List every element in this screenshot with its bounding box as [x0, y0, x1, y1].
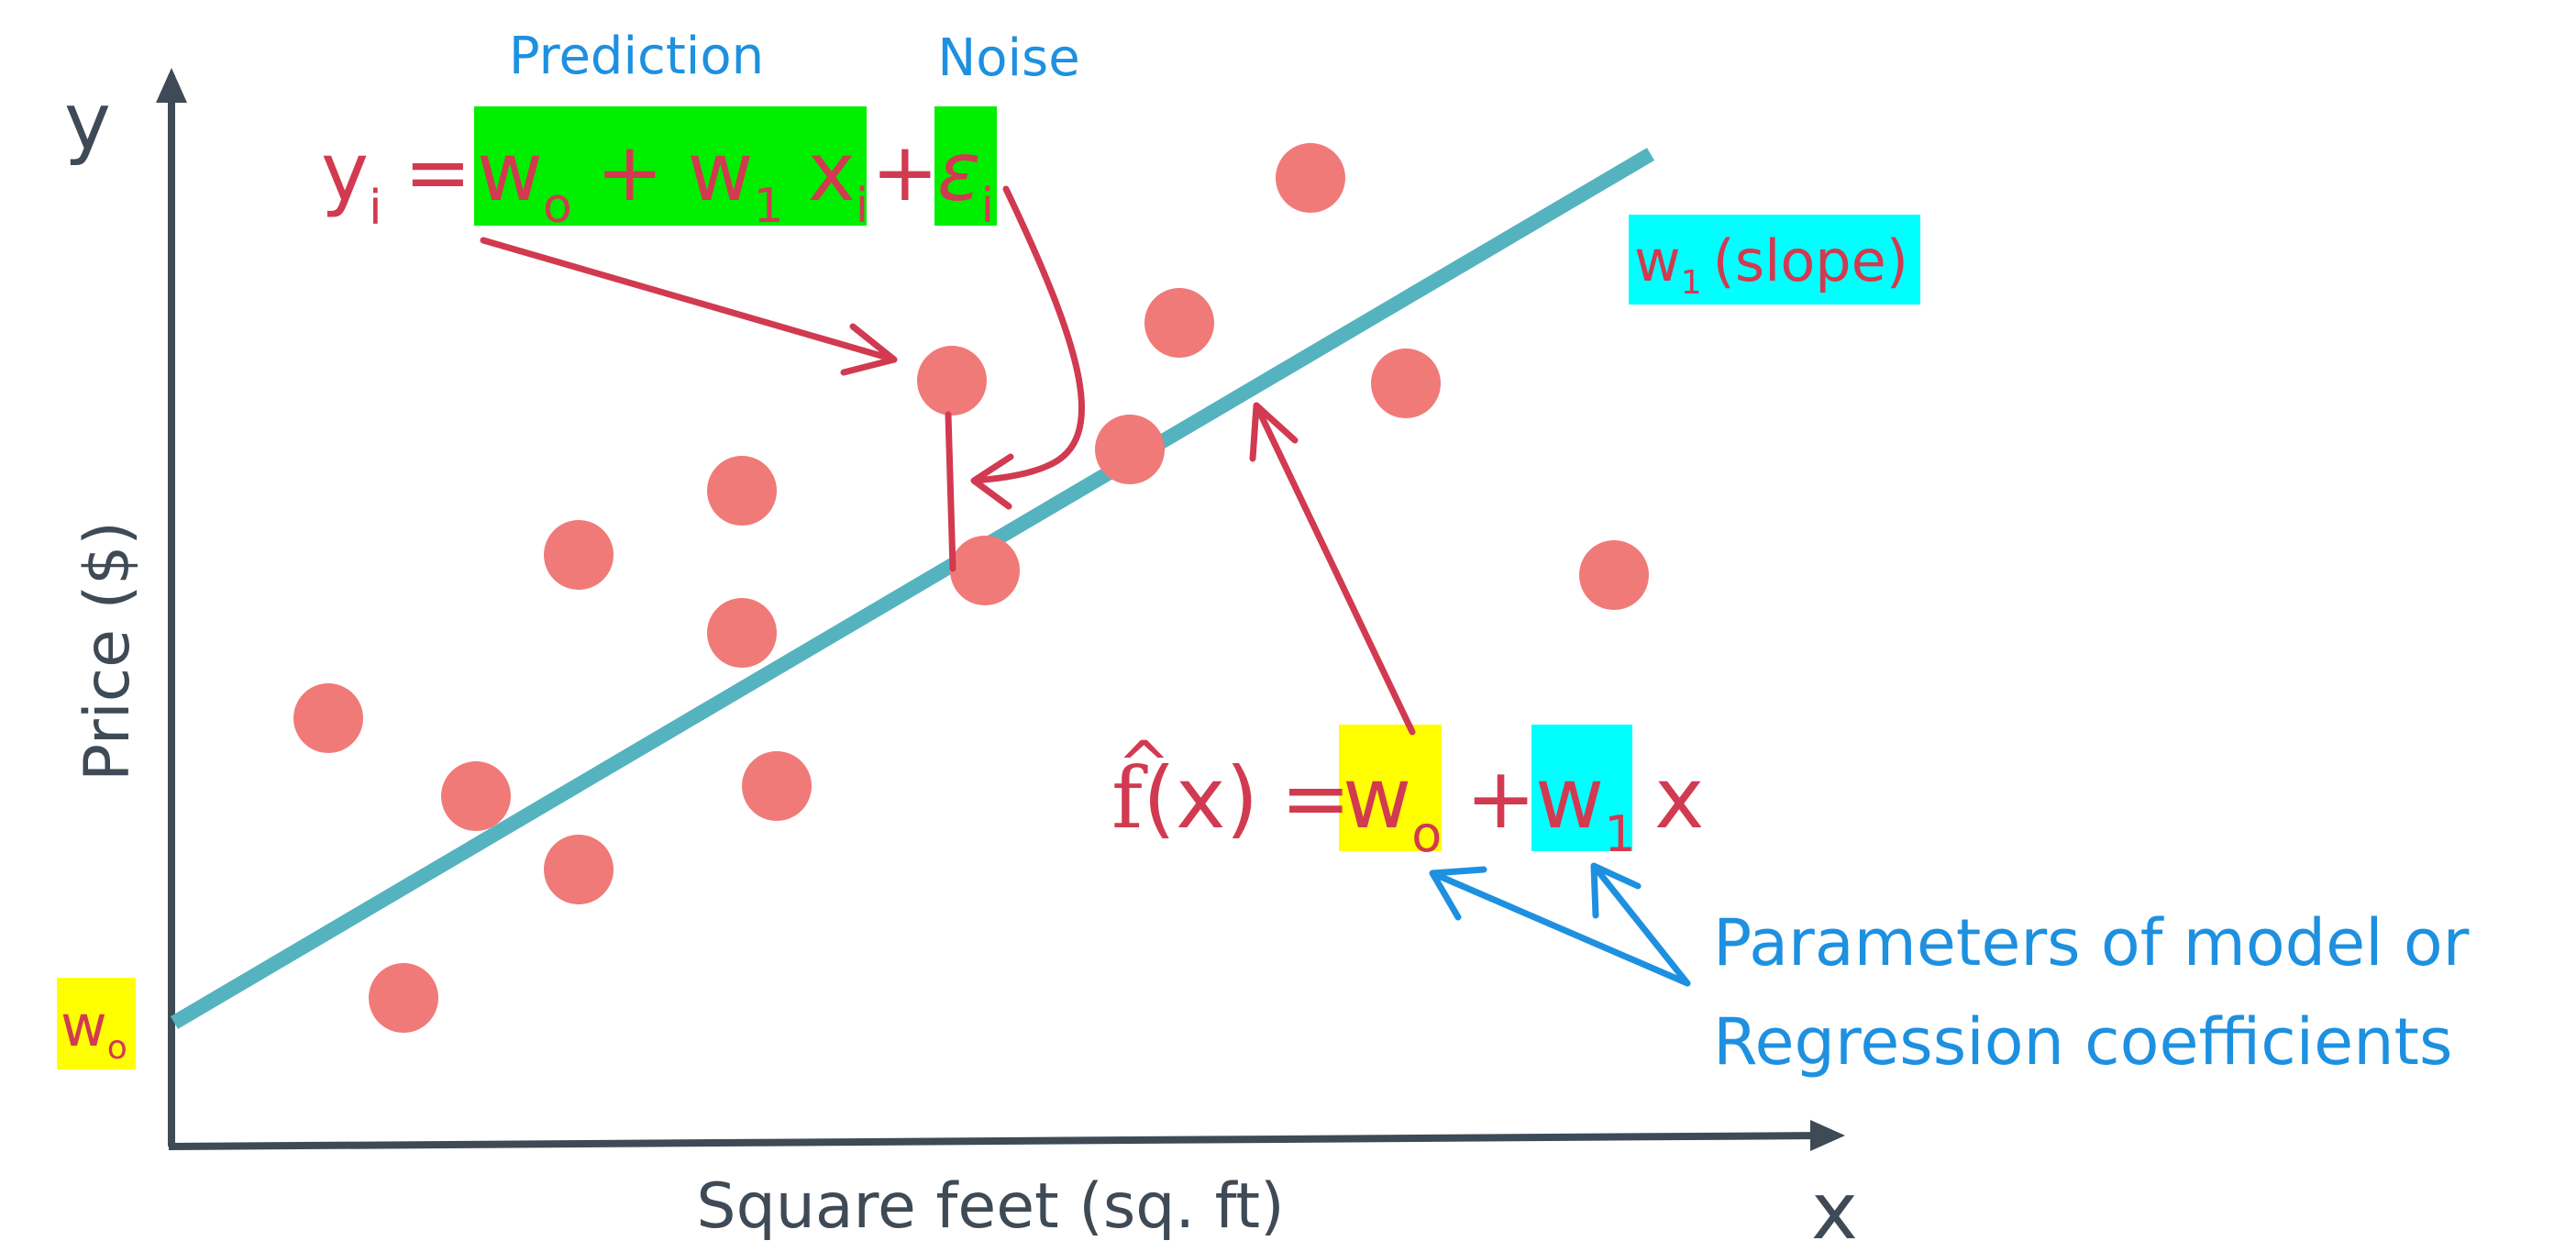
slope-text: (slope): [1713, 227, 1908, 294]
eq-w0-sub: o: [543, 179, 572, 234]
eq-w0: w: [477, 125, 543, 219]
param-arrow-w0: [1429, 866, 1691, 987]
data-point: [917, 346, 987, 415]
prediction-arrow: [480, 237, 898, 376]
data-point: [544, 835, 614, 904]
intercept-highlight: [57, 978, 136, 1069]
data-point: [544, 520, 614, 590]
model-equals: =: [1280, 749, 1351, 848]
model-f: f: [1111, 749, 1148, 848]
slope-sub: 1: [1681, 264, 1702, 302]
model-w1-highlight: [1531, 725, 1632, 851]
data-point: [707, 456, 777, 526]
x-axis-label: Square feet (sq. ft): [696, 1170, 1284, 1243]
y-axis-letter: y: [64, 76, 111, 168]
eq-x-sub: i: [856, 179, 868, 234]
eq-equals: =: [404, 125, 472, 219]
eq-plus1: +: [596, 125, 664, 219]
model-hat: ^: [1117, 727, 1171, 803]
model-arg: (x): [1143, 749, 1258, 848]
y-axis-label: Price ($): [72, 521, 144, 781]
parameters-line-1: Parameters of model or: [1713, 905, 2470, 981]
model-x: x: [1654, 749, 1704, 848]
data-point: [1095, 415, 1165, 484]
model-w1: w: [1535, 749, 1604, 848]
noise-label: Noise: [937, 28, 1079, 88]
annotation-arrows: [480, 185, 1416, 736]
eq-plus2: +: [871, 125, 939, 219]
parameter-arrows: [1429, 862, 1691, 987]
data-point: [1144, 288, 1214, 358]
data-point: [707, 598, 777, 668]
prediction-label: Prediction: [509, 27, 764, 86]
slope-w: w: [1634, 227, 1681, 294]
slope-label: w1 (slope): [1634, 227, 1908, 302]
prediction-highlight: [474, 106, 867, 226]
eq-y: y: [321, 125, 369, 219]
data-point: [742, 751, 812, 821]
model-w0-sub: o: [1411, 805, 1442, 863]
model-w1-sub: 1: [1604, 805, 1635, 863]
model-w0: w: [1343, 749, 1411, 848]
intercept-sub: o: [107, 1029, 127, 1067]
y-axis-arrowhead: [156, 68, 187, 103]
eq-epsilon-sub: i: [981, 179, 994, 234]
data-point: [441, 761, 511, 831]
model-plus: +: [1465, 749, 1536, 848]
regression-line: [170, 148, 1655, 1029]
data-points: [293, 143, 1649, 1033]
noise-arrow: [970, 185, 1085, 510]
data-point: [1579, 540, 1649, 610]
data-point: [293, 683, 363, 753]
model-w0-highlight: [1339, 725, 1442, 851]
intercept-label: wo: [61, 992, 127, 1067]
parameters-line-2: Regression coefficients: [1713, 1004, 2452, 1080]
intercept-w: w: [61, 992, 107, 1059]
residual-segment: [945, 411, 956, 572]
model-arrow: [1249, 402, 1416, 736]
x-axis: [168, 1132, 1828, 1150]
eq-y-sub: i: [369, 181, 381, 236]
noise-highlight: [934, 106, 997, 226]
slope-highlight: [1629, 215, 1920, 305]
data-point: [1276, 143, 1345, 213]
x-axis-letter: x: [1811, 1166, 1858, 1252]
eq-w1: w: [688, 125, 754, 219]
data-point: [369, 963, 438, 1033]
param-arrow-w1: [1590, 862, 1691, 987]
x-axis-arrowhead: [1810, 1120, 1845, 1151]
data-point: [950, 536, 1020, 605]
eq-w1-sub: 1: [754, 179, 784, 234]
data-point: [1371, 349, 1441, 418]
eq-x: x: [808, 125, 856, 219]
eq-epsilon: ε: [937, 125, 981, 219]
